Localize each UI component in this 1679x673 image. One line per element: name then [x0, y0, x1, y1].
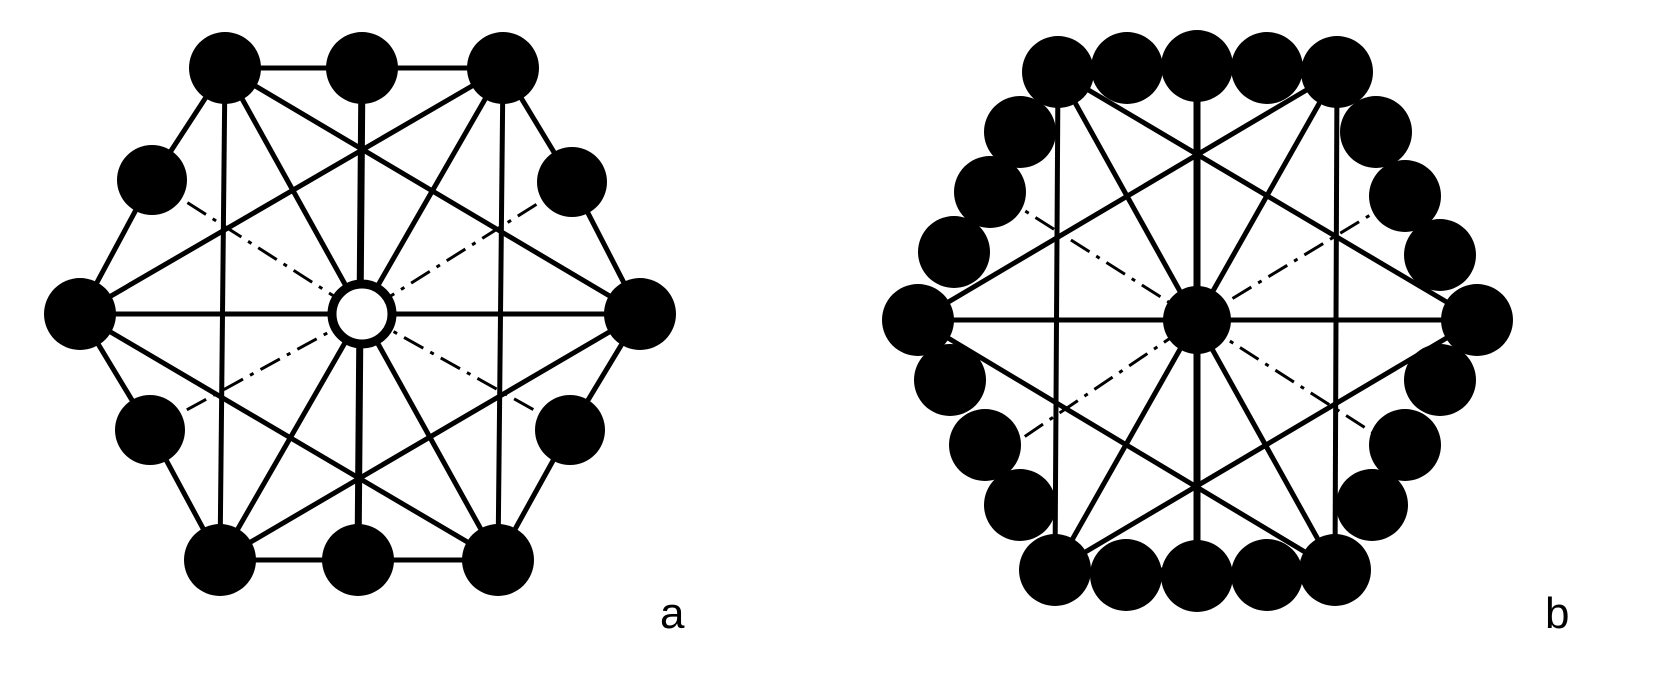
node	[189, 32, 261, 104]
node	[462, 524, 534, 596]
node	[1091, 32, 1163, 104]
node	[882, 284, 954, 356]
node	[1340, 96, 1412, 168]
dashdot-edge	[999, 193, 1198, 322]
node	[1231, 539, 1303, 611]
node	[1022, 36, 1094, 108]
node	[467, 32, 539, 104]
node	[537, 147, 607, 217]
panel-a-label: a	[660, 589, 685, 638]
node	[1161, 540, 1233, 612]
node	[1231, 32, 1303, 104]
dashdot-edge	[361, 180, 573, 316]
dashdot-edge	[149, 312, 363, 432]
node	[954, 156, 1026, 228]
node	[1299, 534, 1371, 606]
node	[1404, 344, 1476, 416]
node	[1369, 160, 1441, 232]
node	[1336, 469, 1408, 541]
node	[184, 524, 256, 596]
node	[1161, 30, 1233, 102]
center-node-filled	[1163, 286, 1231, 354]
node	[326, 32, 398, 104]
node	[984, 469, 1056, 541]
dashdot-edge	[1196, 198, 1396, 322]
node	[1441, 284, 1513, 356]
node	[984, 96, 1056, 168]
node	[1404, 219, 1476, 291]
dashdot-edge	[151, 178, 363, 316]
node	[1019, 534, 1091, 606]
node	[914, 344, 986, 416]
panel-b-label: b	[1545, 589, 1569, 638]
dashdot-edge	[361, 312, 571, 432]
panel-a	[44, 32, 676, 596]
dashdot-edge	[989, 318, 1198, 462]
node	[1090, 539, 1162, 611]
node	[1369, 409, 1441, 481]
dashdot-edge	[1196, 318, 1401, 452]
node	[1301, 36, 1373, 108]
node	[115, 395, 185, 465]
panel-b	[882, 30, 1513, 612]
node	[117, 145, 187, 215]
node	[535, 395, 605, 465]
node	[949, 409, 1021, 481]
node	[604, 278, 676, 350]
center-node-hollow	[327, 279, 397, 349]
node	[322, 524, 394, 596]
node	[44, 278, 116, 350]
node	[918, 216, 990, 288]
